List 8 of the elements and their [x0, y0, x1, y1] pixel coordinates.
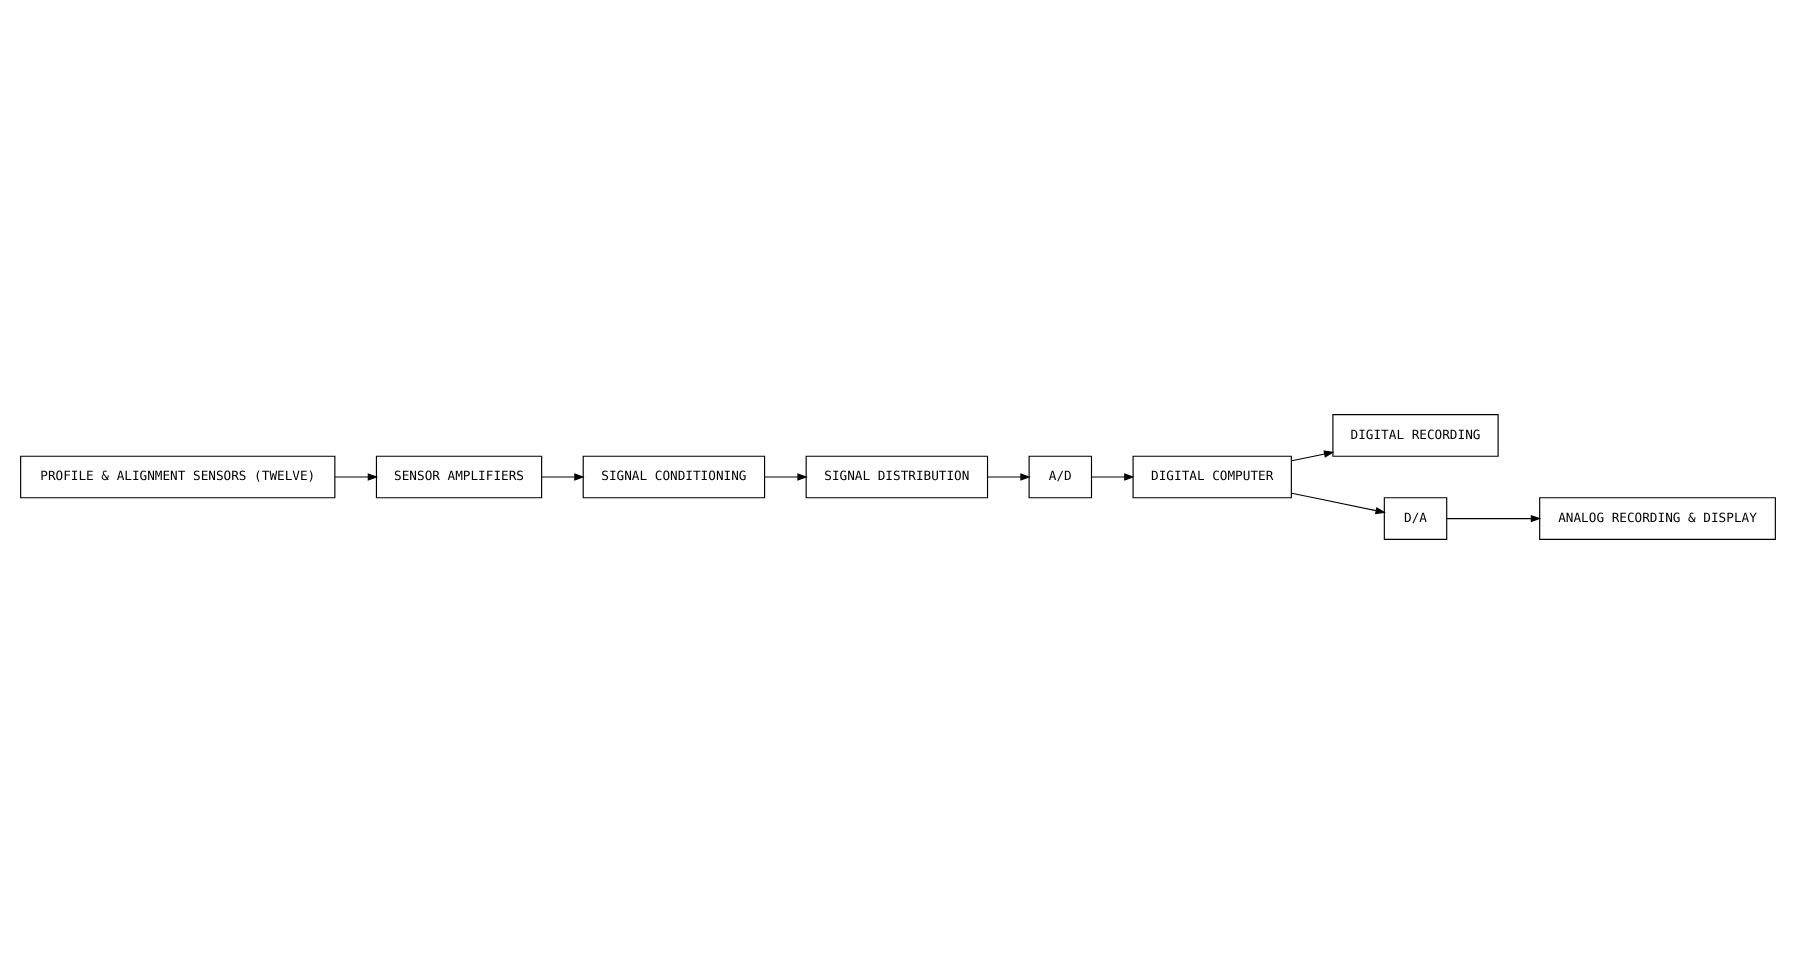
arrow: [334, 473, 379, 481]
arrow: [1446, 514, 1542, 523]
arrow: [764, 473, 808, 481]
arrow: [1291, 450, 1335, 462]
arrow: [1291, 492, 1386, 515]
arrow: [541, 473, 585, 481]
arrow: [986, 473, 1031, 481]
arrow: [1091, 473, 1135, 481]
